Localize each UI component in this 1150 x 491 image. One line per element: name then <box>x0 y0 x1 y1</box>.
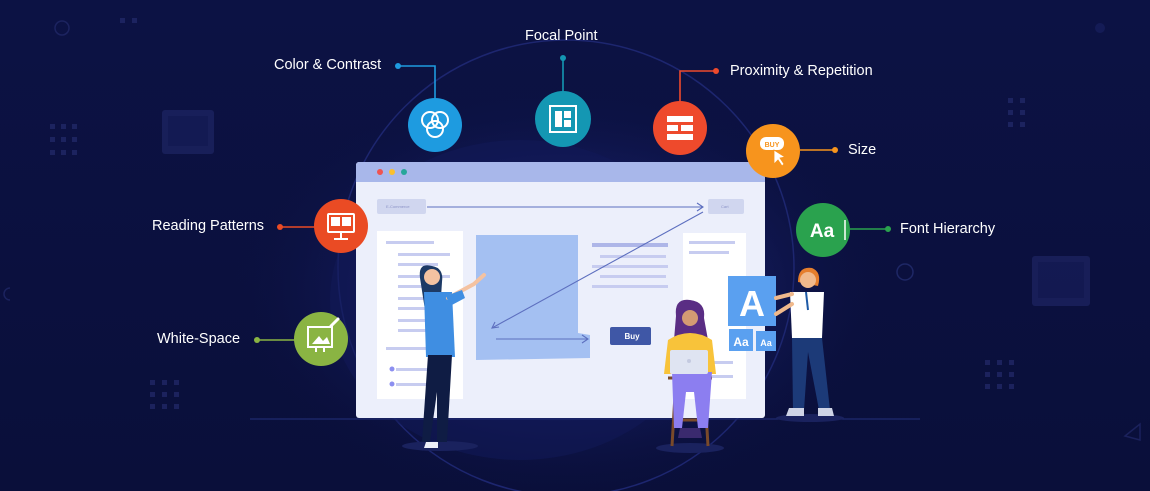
label-color-contrast: Color & Contrast <box>274 57 382 73</box>
label-white-space: White-Space <box>157 331 241 347</box>
reading-patterns-icon <box>314 199 368 253</box>
label-proximity-repetition: Proximity & Repetition <box>730 63 873 79</box>
size-icon-text: BUY <box>765 142 780 149</box>
letter-card-large-text: A <box>739 283 765 324</box>
letter-card-small-1 <box>729 329 753 351</box>
size-icon <box>746 124 800 178</box>
maximize-dot-icon <box>401 169 407 175</box>
label-reading-patterns: Reading Patterns <box>152 218 265 234</box>
hero-image-block <box>476 235 590 360</box>
connector-lines <box>254 55 891 343</box>
label-font-hierarchy: Font Hierarchy <box>900 221 996 237</box>
font-hierarchy-icon-text: Aa <box>810 221 835 242</box>
cart-box <box>708 199 744 214</box>
label-size: Size <box>848 142 877 158</box>
cart-text: Cart <box>721 204 729 209</box>
man-holding-cards-figure <box>728 267 834 416</box>
letter-card-small-1-text: Aa <box>733 335 749 349</box>
minimize-dot-icon <box>389 169 395 175</box>
color-contrast-icon <box>408 98 462 152</box>
woman-pointing-figure <box>419 265 486 448</box>
background-decorations <box>3 18 1141 441</box>
seated-woman-figure <box>664 299 716 447</box>
white-space-icon <box>294 312 348 366</box>
label-focal-point: Focal Point <box>525 28 598 44</box>
focal-point-icon <box>535 91 591 147</box>
proximity-repetition-icon <box>653 101 707 155</box>
font-hierarchy-icon <box>796 203 850 257</box>
buy-button[interactable]: Buy <box>613 329 651 345</box>
letter-card-large <box>728 276 776 326</box>
url-bar <box>377 199 426 214</box>
close-dot-icon <box>377 169 383 175</box>
letter-card-small-2-text: Aa <box>760 338 772 348</box>
letter-card-small-2 <box>756 331 776 351</box>
url-bar-text: E-Commerce <box>386 204 410 209</box>
